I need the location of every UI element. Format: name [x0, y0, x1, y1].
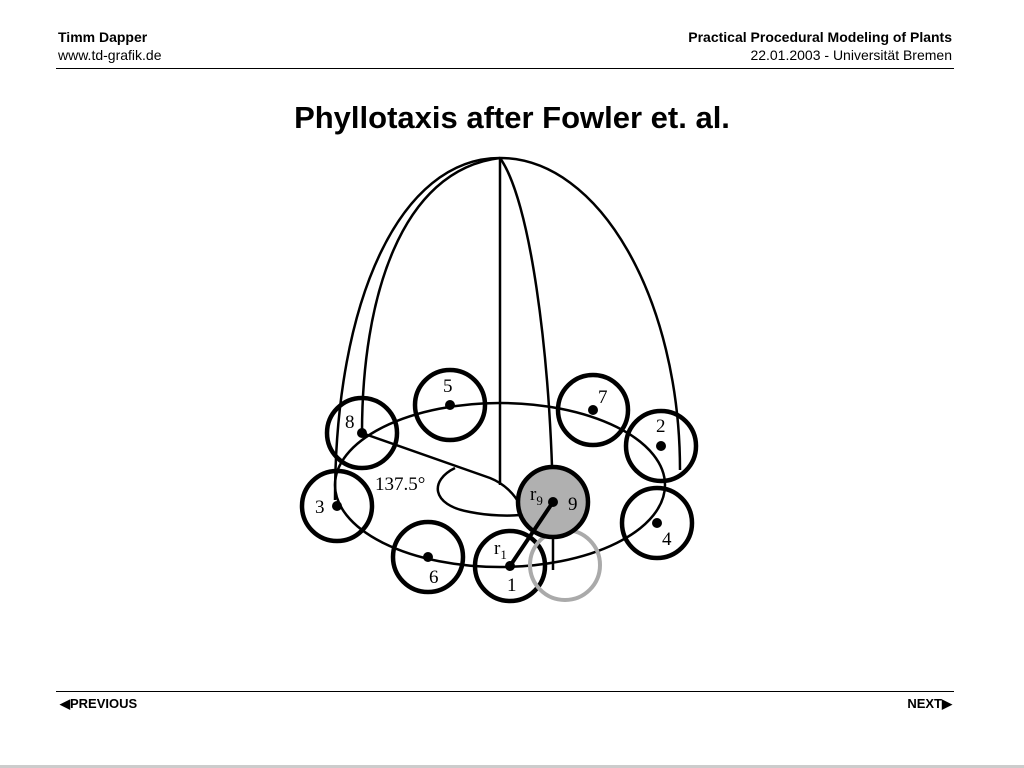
- label-5: 5: [443, 376, 453, 397]
- label-4: 4: [662, 529, 672, 550]
- date-place: 22.01.2003 - Universität Bremen: [750, 47, 952, 63]
- primordium-1: [472, 528, 548, 604]
- radius-line: [508, 500, 555, 568]
- author-name: Timm Dapper: [58, 29, 148, 45]
- label-2: 2: [656, 416, 666, 437]
- previous-button[interactable]: ◀PREVIOUS: [60, 696, 137, 712]
- angle-label: 137.5°: [375, 474, 425, 495]
- primordium-8: [324, 395, 400, 471]
- primordium-2: [623, 408, 699, 484]
- label-8: 8: [345, 412, 355, 433]
- primordium-5: [412, 367, 488, 443]
- primordium-6: [390, 519, 466, 595]
- radius-r1-label: r1: [494, 538, 507, 562]
- dome-right-meridian: [498, 157, 555, 570]
- dome-inner-arc: [360, 156, 501, 434]
- slide-title: Phyllotaxis after Fowler et. al.: [294, 100, 730, 135]
- label-9: 9: [568, 494, 578, 515]
- talk-title: Practical Procedural Modeling of Plants: [688, 29, 952, 45]
- header-right: Practical Procedural Modeling of Plants …: [688, 28, 952, 64]
- primordium-centers: [332, 400, 666, 571]
- header-divider: [56, 68, 954, 69]
- author-website: www.td-grafik.de: [58, 47, 162, 63]
- next-label: NEXT: [907, 696, 942, 711]
- radius-r9-label: r9: [530, 484, 543, 508]
- label-3: 3: [315, 497, 325, 518]
- footer-divider: [56, 691, 954, 692]
- next-button[interactable]: NEXT▶: [907, 696, 952, 712]
- primordium-4: [619, 485, 695, 561]
- label-1: 1: [507, 575, 517, 596]
- primordium-7: [555, 372, 631, 448]
- angle-arc: [436, 466, 521, 517]
- label-6: 6: [429, 567, 439, 588]
- label-7: 7: [598, 387, 608, 408]
- header-left: Timm Dapper www.td-grafik.de: [58, 28, 161, 64]
- triangle-left-icon: ◀: [60, 696, 70, 711]
- triangle-right-icon: ▶: [942, 696, 952, 711]
- previous-label: PREVIOUS: [70, 696, 138, 711]
- window-bottom-edge: [0, 765, 1024, 768]
- primordium-3: [299, 468, 375, 544]
- base-spiral: [333, 401, 667, 569]
